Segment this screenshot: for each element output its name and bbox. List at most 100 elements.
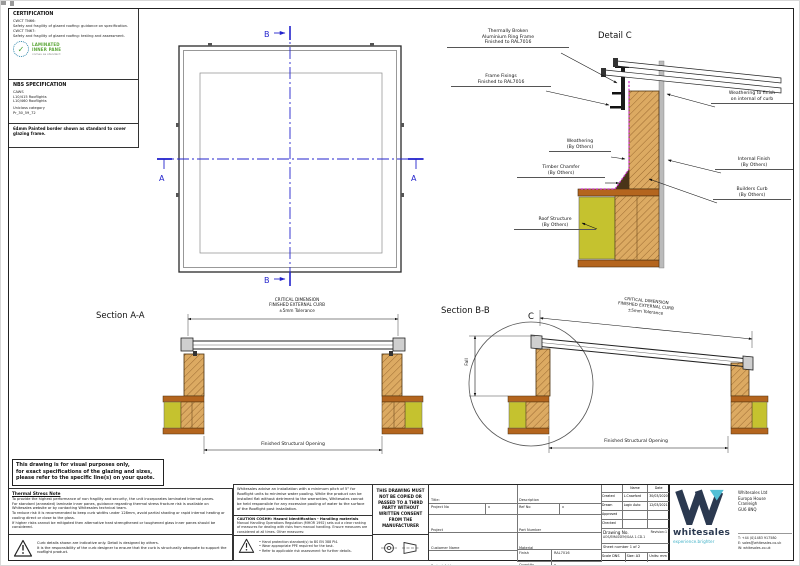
certification-section: CERTIFICATION CWCT TN66: Safety and frag… bbox=[9, 9, 138, 80]
title-label: Title: bbox=[431, 498, 440, 502]
title-block-left-column: Title: Assembly Drawing Project No x Pro… bbox=[429, 485, 518, 565]
badge-line1: LAMINATED bbox=[32, 42, 60, 48]
curb-post bbox=[183, 353, 205, 397]
drawn-date: 12/03/2021 bbox=[648, 502, 669, 511]
frame-end-cap bbox=[530, 334, 543, 350]
quantity-value: x bbox=[554, 563, 557, 566]
projection-symbol-icon bbox=[380, 541, 420, 555]
logo-wordmark: whitesales bbox=[673, 528, 731, 538]
name-header: Name bbox=[622, 485, 649, 493]
weathering-line bbox=[579, 81, 630, 190]
fold-mark bbox=[10, 1, 14, 6]
visual-purposes-note: This drawing is for visual purposes only… bbox=[12, 459, 164, 486]
logo-tagline: experience.brighter bbox=[673, 539, 715, 544]
label-internal-finish: Internal Finish (By Others) bbox=[715, 157, 793, 171]
drawing-no-value: AOS/EMASSEM/GAA 1-CD.1 bbox=[603, 535, 646, 539]
notes-panel: CERTIFICATION CWCT TN66: Safety and frag… bbox=[9, 9, 139, 148]
scale: Scale DNS bbox=[601, 553, 626, 562]
logo-block: whitesales experience.brighter Whitesale… bbox=[669, 484, 794, 561]
revision: Revision:1 bbox=[650, 530, 667, 534]
fixing-mark bbox=[176, 193, 179, 197]
badge-line3: comes as standard bbox=[32, 52, 61, 57]
install-notes-column: Whitesales advise an installation with a… bbox=[233, 484, 373, 561]
curb-warning-section: Curb details shown are indicative only. … bbox=[9, 534, 233, 561]
fixing-mark bbox=[176, 123, 179, 127]
section-aa-drawing bbox=[162, 314, 424, 454]
units: Units: mm bbox=[649, 554, 667, 558]
copy-note: THIS DRAWING MUST NOT BE COPIED OR PASSE… bbox=[373, 485, 428, 535]
section-marker-b-bottom: B bbox=[264, 276, 270, 285]
coshh-warning-triangle-icon bbox=[238, 539, 255, 554]
detail-c-drawing bbox=[545, 52, 782, 269]
approved-label: Approved bbox=[601, 511, 623, 520]
created-name: L.Crawford bbox=[622, 493, 649, 502]
label-builders-curb: Builders Curb (By Others) bbox=[713, 187, 791, 201]
nbs-title: NBS SPECIFICATION bbox=[13, 83, 67, 88]
certification-body: CWCT TN66: Safety and fragility of glaze… bbox=[13, 19, 129, 38]
section-bb-fall-label: Fall bbox=[465, 358, 471, 366]
certification-title: CERTIFICATION bbox=[13, 12, 54, 17]
part-number-label: Part Number bbox=[519, 528, 542, 532]
coshh-body: Manual Handling Operations Regulation (M… bbox=[237, 521, 368, 534]
size: Size: A3 bbox=[626, 553, 649, 562]
frame-end-cap bbox=[392, 337, 406, 352]
ref-no-label: Ref No bbox=[517, 504, 560, 514]
plan-view-drawing: A A B B bbox=[157, 26, 424, 286]
finish-label: Finish bbox=[517, 550, 552, 561]
created-label: Created bbox=[601, 493, 623, 502]
uniclass: Uniclass category Pr_30_59_72 bbox=[13, 106, 45, 115]
fixing-mark bbox=[401, 193, 404, 197]
company-contact: T: +44 (0)1483 917580 E: sales@whitesale… bbox=[738, 533, 792, 550]
copy-note-column: THIS DRAWING MUST NOT BE COPIED OR PASSE… bbox=[373, 484, 429, 561]
install-note: Whitesales advise an installation with a… bbox=[234, 485, 372, 516]
fixing-mark bbox=[208, 43, 212, 46]
label-weathering: Weathering (By Others) bbox=[549, 139, 611, 153]
border-note: 64mm Painted border shown as standard to… bbox=[9, 124, 138, 138]
customer-name-label: Customer Name bbox=[431, 546, 460, 550]
finish-value: RAL7016 bbox=[554, 551, 570, 555]
created-date: 30/03/2020 bbox=[648, 493, 669, 502]
label-roof-structure: Roof Structure (By Others) bbox=[514, 217, 596, 231]
section-aa-title: Section A-A bbox=[96, 311, 145, 321]
checked-label: Checked bbox=[601, 520, 623, 529]
laminated-badge-icon: ✓ bbox=[13, 41, 29, 58]
material-label: Material bbox=[519, 546, 534, 550]
section-marker-a-left: A bbox=[159, 174, 165, 183]
section-bb-drawing bbox=[468, 310, 769, 453]
date-header: Date bbox=[648, 485, 669, 493]
frame-end-cap bbox=[742, 355, 754, 371]
detail-circle bbox=[468, 321, 594, 447]
title-block-mid-column: Description Double Glazed Unit Ref No x … bbox=[517, 485, 602, 565]
thermal-note-section: Thermal Stress Note To provide the highe… bbox=[9, 488, 233, 534]
section-bb-dim-bottom: Finished Structural Opening bbox=[604, 439, 668, 444]
section-aa-dim-top: CRITICAL DIMENSION FINISHED EXTERNAL CUR… bbox=[268, 297, 325, 313]
fixing-mark bbox=[401, 123, 404, 127]
project-label: Project bbox=[431, 528, 443, 532]
drawn-name: Logic Auto bbox=[622, 502, 649, 511]
section-bb-title: Section B-B bbox=[441, 306, 490, 316]
section-aa-dim-bottom: Finished Structural Opening bbox=[261, 442, 325, 447]
internal-finish-strip bbox=[658, 60, 665, 269]
company-address: Whitesales Ltd Europa House Cranleigh GU… bbox=[738, 490, 768, 512]
project-address-label: Project Address bbox=[431, 564, 459, 566]
insulation-shape bbox=[578, 196, 616, 260]
fold-mark bbox=[1, 1, 6, 5]
title-block-right-column: Name Date Created L.Crawford 30/03/2020 … bbox=[601, 485, 669, 562]
detail-c-title: Detail C bbox=[598, 31, 632, 41]
quantity-label: Quantity bbox=[517, 562, 552, 565]
coshh-bullets: • Hand protection standard(s) to BS EN 3… bbox=[259, 539, 352, 553]
project-no-label: Project No bbox=[429, 504, 486, 514]
label-timber-chamfer: Timber Chamfer (By Others) bbox=[517, 165, 605, 179]
curb-warning-text: Curb details shown are indicative only. … bbox=[37, 540, 227, 555]
curb-post bbox=[381, 353, 403, 397]
frame-fixing-shape bbox=[612, 92, 621, 95]
detail-ref-c: C bbox=[528, 312, 534, 322]
curb-post bbox=[535, 348, 551, 397]
nbs-body: CAWS L10/415 Rooflights L10/460 Roofligh… bbox=[13, 90, 47, 104]
dimension-line-top bbox=[539, 317, 753, 340]
thermal-note-title: Thermal Stress Note bbox=[12, 491, 61, 496]
coshh-title: CAUTION COSHH: Hazard Identification - H… bbox=[237, 517, 359, 521]
nbs-section: NBS SPECIFICATION CAWS L10/415 Rooflight… bbox=[9, 80, 138, 124]
label-frame-fixings: Frame Fixings Finished to RAL7016 bbox=[451, 74, 551, 88]
